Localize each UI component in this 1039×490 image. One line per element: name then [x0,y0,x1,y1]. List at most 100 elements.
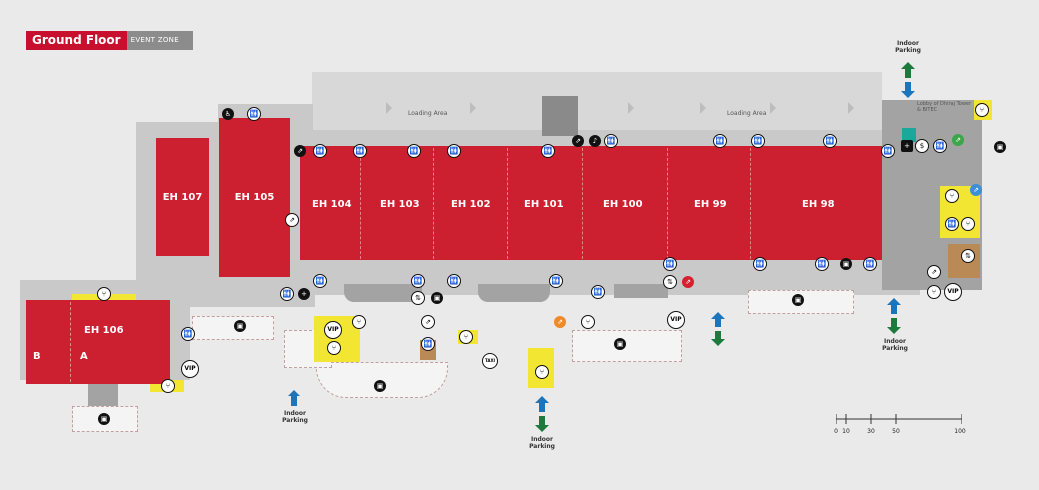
dock-marker [700,102,706,114]
escalator-icon: ⇗ [927,265,941,279]
restroom-icon: 🚻 [604,134,618,148]
hall-eh-104[interactable]: EH 104 [312,199,352,210]
hall-eh-100[interactable]: EH 100 [603,199,643,210]
vip-icon: VIP [944,283,962,301]
vip-icon: VIP [324,321,342,339]
dock-marker [386,102,392,114]
restaurant-icon: ⑂ [945,189,959,203]
restroom-icon: 🚻 [663,257,677,271]
out-arrow-icon [901,62,915,78]
scale-tick-label: 30 [867,428,875,435]
atm-icon: $ [915,139,929,153]
parking-arrows-north [901,62,915,98]
hall-eh-99[interactable]: EH 99 [694,199,727,210]
hall-divider [507,148,508,259]
escalator-icon: ⇗ [285,213,299,227]
taxi-stand: TAXI [482,353,498,369]
first-aid-icon: + [298,288,310,300]
escalator-icon: ⇗ [421,315,435,329]
parking-arrows-east [887,298,901,334]
in-arrow-icon [711,312,725,327]
entrance-canopy-2 [478,284,550,302]
hall-106-annex [88,380,118,410]
atm-icon: ▣ [840,258,852,270]
restaurant-icon: ⑂ [97,287,111,301]
dock-marker [848,102,854,114]
info-counter [902,128,916,142]
restroom-icon: 🚻 [407,144,421,158]
parking-arrows-central [711,312,725,346]
car-icon: ▣ [614,338,626,350]
hall-106-divider [70,302,71,382]
restroom-icon: 🚻 [823,134,837,148]
restaurant-icon: ⑂ [459,330,473,344]
escalator-icon: ⇗ [554,316,566,328]
parking-label-line2: Parking [895,47,921,54]
restaurant-icon: ⑂ [581,315,595,329]
loading-area-label-west: Loading Area [408,110,448,117]
dropoff-area-106 [72,406,138,432]
restroom-icon: ♿ [222,108,234,120]
hall-divider [582,148,583,259]
atm-icon: ▣ [431,292,443,304]
parking-label-line1: Indoor [283,410,307,417]
car-icon: ▣ [994,141,1006,153]
restroom-icon: 🚻 [815,257,829,271]
scale-tick-label: 0 [834,428,838,435]
restroom-icon: 🚻 [933,139,947,153]
car-icon: ▣ [234,320,246,332]
parking-label-line2: Parking [282,417,308,424]
hall-divider [360,148,361,259]
hall-eh-103[interactable]: EH 103 [380,199,420,210]
scale-tick-label: 100 [954,428,966,435]
hall-eh-106[interactable]: EH 106 [84,325,124,336]
lobby-label: Lobby of Dhiraj Tower & BITEC [917,101,971,113]
parking-label-line1: Indoor [530,436,554,443]
zone-subtitle: EVENT ZONE [126,31,193,50]
vip-icon: VIP [181,360,199,378]
entrance-canopy-3 [614,284,668,298]
music-icon: ♪ [589,135,601,147]
hall-eh-101[interactable]: EH 101 [524,199,564,210]
escalator-icon: ⇗ [572,135,584,147]
hall-106-section-a: A [80,351,88,362]
out-arrow-icon [887,318,901,334]
restroom-icon: 🚻 [313,274,327,288]
hall-eh-105[interactable]: EH 105 [219,118,290,277]
lobby-label-line2: & BITEC [917,107,938,113]
dock-marker [628,102,634,114]
hall-eh-107[interactable]: EH 107 [156,138,209,256]
restroom-icon: 🚻 [753,257,767,271]
escalator-icon: ⇗ [952,134,964,146]
hall-eh-98[interactable]: EH 98 [802,199,835,210]
dropoff-area-west [192,316,274,340]
restroom-icon: 🚻 [353,144,367,158]
restaurant-icon: ⑂ [327,341,341,355]
restroom-icon: 🚻 [313,144,327,158]
restroom-icon: 🚻 [549,274,563,288]
dock-marker [770,102,776,114]
restaurant-icon: ⑂ [975,103,989,117]
hall-eh-102[interactable]: EH 102 [451,199,491,210]
restroom-icon: 🚻 [447,144,461,158]
scale-tick-label: 10 [842,428,850,435]
car-icon: ▣ [792,294,804,306]
elevator-icon: ⇅ [411,291,425,305]
out-arrow-icon [535,416,549,432]
restroom-icon: 🚻 [713,134,727,148]
restroom-icon: 🚻 [945,217,959,231]
escalator-icon: ⇗ [294,145,306,157]
in-arrow-icon [901,82,915,98]
restaurant-icon: ⑂ [961,217,975,231]
restaurant-icon: ⑂ [535,365,549,379]
scale-bar [836,414,962,424]
in-arrow-icon [887,298,901,314]
loading-area-zone [312,72,882,132]
restroom-icon: 🚻 [421,337,435,351]
car-icon: ▣ [374,380,386,392]
vip-icon: VIP [667,311,685,329]
elevator-icon: ⇅ [961,249,975,263]
hall-eh-106-block[interactable] [26,300,170,384]
restroom-icon: 🚻 [863,257,877,271]
parking-label-line1: Indoor [883,338,907,345]
